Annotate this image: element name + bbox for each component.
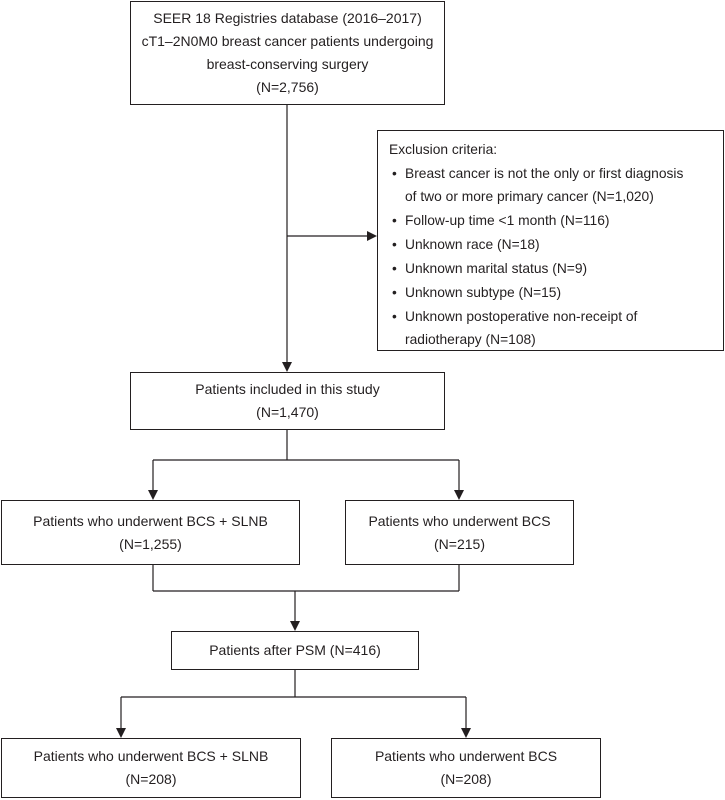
arrowhead-psm xyxy=(290,621,300,631)
psm-label: Patients after PSM (N=416) xyxy=(209,642,381,658)
arrowhead-final-slnb xyxy=(116,728,126,738)
included-label: Patients included in this study xyxy=(195,381,380,397)
final-bcs-slnb-box: Patients who underwent BCS + SLNB (N=208… xyxy=(1,738,301,798)
bullet-icon: • xyxy=(392,285,397,300)
final-bcs-count: (N=208) xyxy=(440,771,492,787)
exclusion-item: • Breast cancer is not the only or first… xyxy=(389,162,683,208)
exclusion-item-text-cont: of two or more primary cancer (N=1,020) xyxy=(405,189,654,204)
bullet-icon: • xyxy=(392,261,397,276)
exclusion-item-text: Follow-up time <1 month (N=116) xyxy=(405,213,610,228)
exclusion-title: Exclusion criteria: xyxy=(389,142,498,157)
final-bcs-slnb-label: Patients who underwent BCS + SLNB xyxy=(33,748,269,764)
exclusion-item: • Unknown marital status (N=9) xyxy=(389,257,683,280)
psm-box: Patients after PSM (N=416) xyxy=(171,631,419,670)
exclusion-item: • Follow-up time <1 month (N=116) xyxy=(389,209,683,232)
source-population-box: SEER 18 Registries database (2016–2017) … xyxy=(130,1,445,105)
exclusion-item-text: Unknown marital status (N=9) xyxy=(405,261,588,276)
arrowhead-arm-bcs xyxy=(454,490,464,500)
included-count: (N=1,470) xyxy=(256,404,319,420)
bullet-icon: • xyxy=(392,237,397,252)
final-bcs-box: Patients who underwent BCS (N=208) xyxy=(331,738,601,798)
arm-bcs-label: Patients who underwent BCS xyxy=(368,512,551,529)
arrowhead-final-bcs xyxy=(461,728,471,738)
source-database-label: SEER 18 Registries database (2016–2017) xyxy=(153,10,422,26)
exclusion-item-text: Breast cancer is not the only or first d… xyxy=(405,166,684,181)
arm-bcs-slnb-label: Patients who underwent BCS + SLNB xyxy=(33,512,268,529)
arm-bcs-box: Patients who underwent BCS (N=215) xyxy=(345,500,574,565)
arm-bcs-slnb-box: Patients who underwent BCS + SLNB (N=1,2… xyxy=(1,500,300,565)
exclusion-item-text-cont: radiotherapy (N=108) xyxy=(405,332,536,347)
exclusion-item-text: Unknown subtype (N=15) xyxy=(405,285,562,300)
arrowhead-arm-slnb xyxy=(148,490,158,500)
final-bcs-slnb-count: (N=208) xyxy=(125,771,177,787)
arrowhead-exclusion xyxy=(367,231,377,241)
bullet-icon: • xyxy=(392,213,397,228)
arm-bcs-slnb-count: (N=1,255) xyxy=(119,535,182,552)
arm-bcs-count: (N=215) xyxy=(434,535,485,552)
source-criteria-label: cT1–2N0M0 breast cancer patients undergo… xyxy=(141,33,434,49)
exclusion-list: • Breast cancer is not the only or first… xyxy=(389,162,683,352)
bullet-icon: • xyxy=(392,166,397,181)
exclusion-item: • Unknown race (N=18) xyxy=(389,233,683,256)
exclusion-item-text: Unknown race (N=18) xyxy=(405,237,540,252)
included-patients-box: Patients included in this study (N=1,470… xyxy=(130,372,445,430)
exclusion-item: • Unknown postoperative non-receipt of r… xyxy=(389,305,683,351)
bullet-icon: • xyxy=(392,309,397,324)
arrowhead-included xyxy=(282,362,292,372)
exclusion-item-text: Unknown postoperative non-receipt of xyxy=(405,309,638,324)
exclusion-criteria-box: Exclusion criteria: • Breast cancer is n… xyxy=(377,130,724,351)
final-bcs-label: Patients who underwent BCS xyxy=(374,748,558,764)
exclusion-item: • Unknown subtype (N=15) xyxy=(389,281,683,304)
source-surgery-label: breast-conserving surgery xyxy=(206,56,369,72)
source-count: (N=2,756) xyxy=(256,79,319,95)
